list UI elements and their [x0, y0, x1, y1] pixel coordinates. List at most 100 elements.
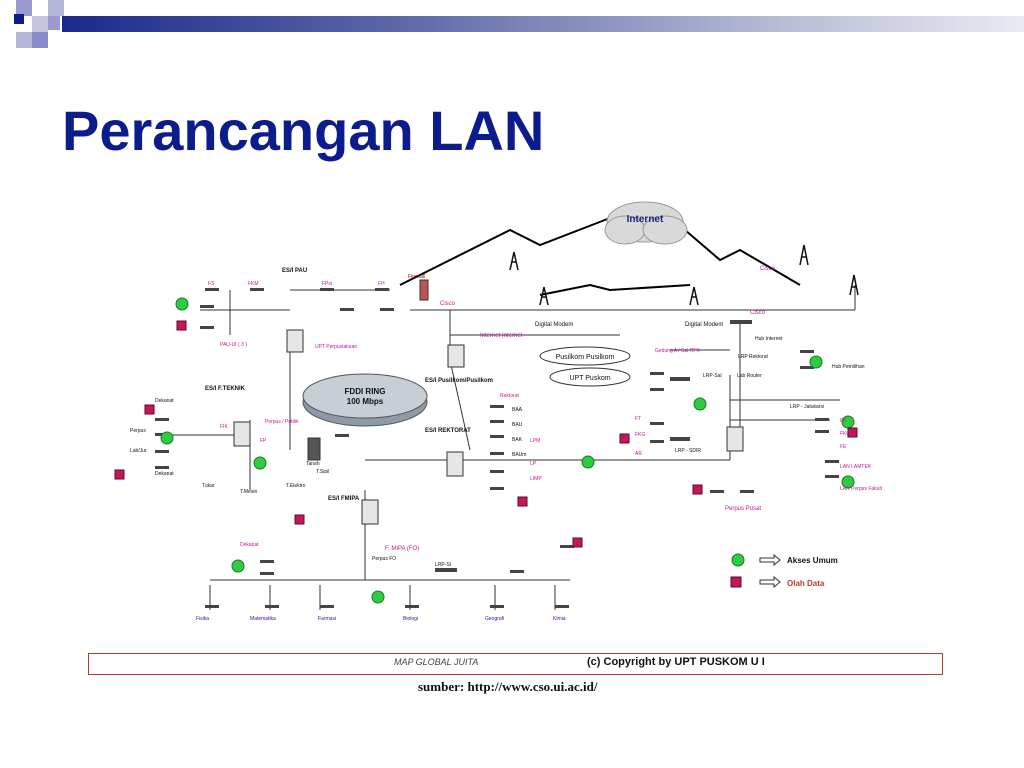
switch-ftek — [233, 421, 251, 447]
internet-cloud: Internet — [604, 201, 688, 245]
perpus-pusat-label: Perpus Pusat — [725, 506, 761, 512]
svg-text:Lab/Jur: Lab/Jur — [130, 448, 147, 454]
arrow-icon — [759, 553, 781, 567]
svg-text:BAK: BAK — [512, 437, 523, 443]
svg-text:FT: FT — [635, 416, 641, 422]
map-global-label: MAP GLOBAL JUITA — [394, 657, 479, 667]
bottom-label: F. MIPA (FO) — [385, 546, 419, 552]
server-tower — [307, 437, 321, 461]
legend-olah-data: Olah Data — [787, 579, 825, 588]
switch-pusilkom — [447, 344, 465, 368]
fddi-ring: FDDI RING 100 Mbps — [302, 373, 428, 427]
es-ftek-label: ES/I F.TEKNIK — [205, 386, 246, 392]
svg-text:Farmasi: Farmasi — [318, 616, 336, 622]
svg-text:LIMP: LIMP — [530, 476, 542, 482]
ring-label-1: FDDI RING — [345, 387, 386, 396]
svg-text:T.Elektro: T.Elektro — [286, 483, 306, 489]
svg-text:Dekanat: Dekanat — [155, 398, 174, 404]
svg-text:Gedung A / Sal RFK: Gedung A / Sal RFK — [655, 348, 700, 354]
svg-text:Dekanat: Dekanat — [240, 542, 259, 548]
switch-pau — [286, 329, 304, 353]
svg-text:UPT Perpustakaan: UPT Perpustakaan — [315, 344, 357, 350]
svg-text:BAA: BAA — [512, 407, 523, 413]
svg-text:Perpus: Perpus — [130, 428, 146, 434]
svg-text:Dekanat: Dekanat — [155, 471, 174, 477]
svg-text:LAN LAMTEK: LAN LAMTEK — [840, 464, 872, 470]
svg-text:FPsi: FPsi — [322, 281, 332, 287]
svg-text:Rektorat: Rektorat — [500, 393, 520, 399]
internet-label: Internet — [627, 214, 664, 225]
pusilkom-cloud-label: Pusilkom Pusilkom — [556, 354, 615, 361]
svg-text:Lab Router: Lab Router — [737, 373, 762, 379]
firewall-icon — [419, 279, 429, 301]
svg-text:Perpus / Publik: Perpus / Publik — [265, 419, 299, 425]
svg-text:LAN Perpus Fakult: LAN Perpus Fakult — [840, 486, 883, 492]
es-pusilkom-label: ES/I Pusilkom/Pusilkom — [425, 378, 493, 384]
es-rektorat-label: ES/I REKTORAT — [425, 428, 471, 434]
akses-umum-icon — [731, 553, 745, 567]
switch-fmipa — [361, 499, 379, 525]
cisco-label-1: Cisco — [760, 266, 776, 272]
svg-text:FKM: FKM — [248, 281, 259, 287]
tower-icon-1 — [509, 251, 519, 271]
digital-modem-2: Digital Modem — [685, 322, 723, 328]
svg-text:LP: LP — [530, 461, 537, 467]
svg-text:Fisika: Fisika — [196, 616, 209, 622]
svg-text:LRP - Jatukarsi: LRP - Jatukarsi — [790, 404, 824, 410]
digital-modem-1: Digital Modem — [535, 322, 573, 328]
legend-akses-umum: Akses Umum — [787, 556, 838, 565]
network-diagram: Internet FDDI RING 100 Mbps Pusilkom Pus… — [114, 201, 883, 622]
svg-text:Tanah: Tanah — [306, 461, 320, 467]
switch-rektorat — [446, 451, 464, 477]
svg-text:PAU-UI ( 3 ): PAU-UI ( 3 ) — [220, 342, 247, 348]
svg-text:FKG: FKG — [635, 432, 645, 438]
cisco-label-3: Cisco — [750, 310, 766, 316]
svg-text:FE: FE — [840, 444, 847, 450]
ring-label-2: 100 Mbps — [347, 397, 384, 406]
upt-cloud-label: UPT Puskom — [569, 375, 610, 382]
page-title: Perancangan LAN — [62, 99, 545, 162]
svg-text:LPM: LPM — [530, 438, 540, 444]
svg-text:LRP - SDIR: LRP - SDIR — [675, 448, 701, 454]
svg-text:FIK: FIK — [220, 424, 228, 430]
svg-text:Biologi: Biologi — [403, 616, 418, 622]
arrow-icon — [759, 575, 781, 589]
svg-text:T.Sipil: T.Sipil — [316, 469, 329, 475]
svg-text:Tukar: Tukar — [202, 483, 215, 489]
svg-text:Geografi: Geografi — [485, 616, 504, 622]
svg-text:T.Mesin: T.Mesin — [240, 489, 257, 495]
svg-text:FK: FK — [840, 418, 847, 424]
firewall-label: Firewall — [408, 274, 425, 280]
es-fmipa-label: ES/I FMIPA — [328, 496, 360, 502]
svg-text:AR: AR — [635, 451, 642, 457]
svg-text:Perpus FO: Perpus FO — [372, 556, 396, 562]
pusilkom-cloud: Pusilkom Pusilkom — [539, 346, 631, 366]
svg-text:LRP-SI: LRP-SI — [435, 562, 451, 568]
cisco-label-2: Cisco — [440, 301, 456, 307]
es-pau-label: ES/I PAU — [282, 268, 307, 274]
tower-icon-2 — [539, 286, 549, 306]
switch-right — [726, 426, 744, 452]
svg-text:FH: FH — [378, 281, 385, 287]
legend: Akses Umum Olah Data — [730, 553, 838, 589]
svg-text:FKG: FKG — [840, 431, 850, 437]
svg-text:Hub Pemilihan: Hub Pemilihan — [832, 364, 865, 370]
olah-data-icon — [730, 576, 742, 588]
svg-text:FS: FS — [208, 281, 215, 287]
svg-text:LRP Rektorat: LRP Rektorat — [738, 354, 769, 360]
svg-text:BAU: BAU — [512, 422, 523, 428]
tower-icon-5 — [849, 274, 859, 296]
source-text: sumber: http://www.cso.ui.ac.id/ — [418, 679, 598, 694]
upt-cloud: UPT Puskom — [549, 367, 631, 387]
internet-node-label: Internet Internet — [480, 333, 523, 339]
svg-text:Matematika: Matematika — [250, 616, 276, 622]
title-decoration — [0, 0, 1024, 60]
tower-icon-3 — [689, 286, 699, 306]
tower-icon-4 — [799, 244, 809, 266]
svg-text:Kimia: Kimia — [553, 616, 566, 622]
copyright-text: (c) Copyright by UPT PUSKOM U I — [587, 656, 765, 668]
svg-text:FP: FP — [260, 438, 267, 444]
svg-text:Hub Internet: Hub Internet — [755, 336, 783, 342]
svg-text:LRP-Sal: LRP-Sal — [703, 373, 722, 379]
svg-text:BAUm: BAUm — [512, 452, 526, 458]
